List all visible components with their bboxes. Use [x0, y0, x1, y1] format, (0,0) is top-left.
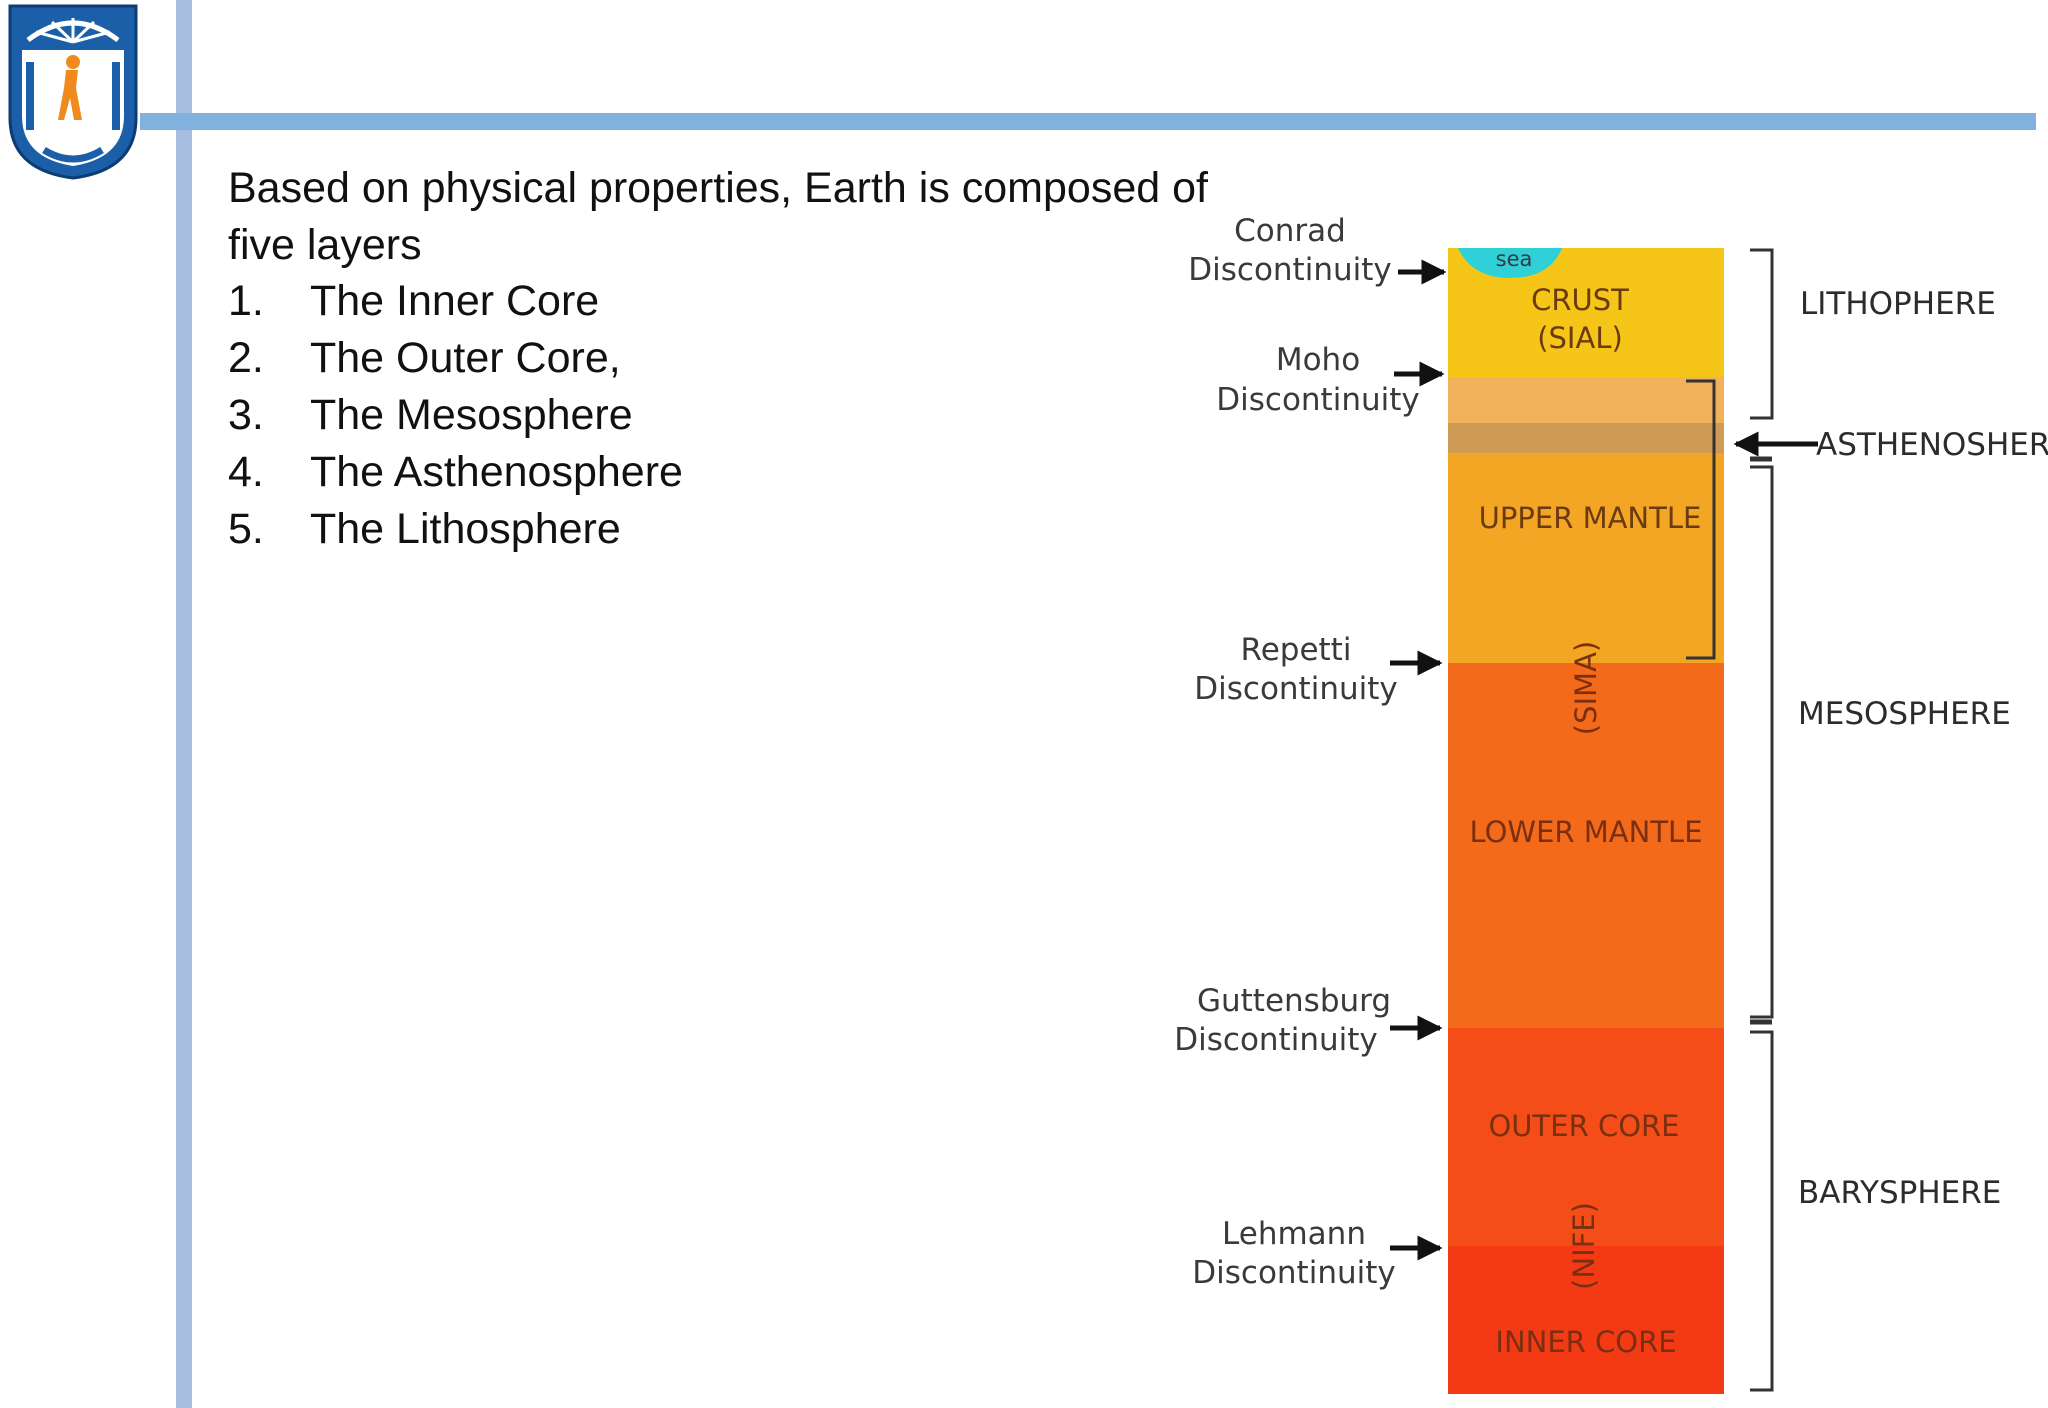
svg-text:Discontinuity: Discontinuity [1194, 671, 1397, 707]
svg-text:Repetti: Repetti [1241, 632, 1352, 668]
list-item: 2.The Outer Core, [228, 334, 621, 382]
upper-mantle-layer [1448, 453, 1724, 663]
intro-text: Based on physical properties, Earth is c… [228, 160, 1378, 274]
nife-label: (NIFE) [1567, 1202, 1601, 1290]
university-logo [8, 4, 138, 180]
sea-label: sea [1496, 247, 1533, 271]
list-item: 1.The Inner Core [228, 277, 600, 325]
barysphere-label: BARYSPHERE [1798, 1175, 2001, 1211]
lithosphere-label: LITHOPHERE [1800, 286, 1996, 322]
asthenosphere-layer [1448, 423, 1724, 453]
conrad-discontinuity: Conrad Discontinuity [1188, 213, 1447, 288]
lehmann-discontinuity: Lehmann Discontinuity [1192, 1216, 1443, 1291]
left-accent-bar [176, 0, 192, 1408]
list-item: 5.The Lithosphere [228, 505, 621, 553]
earth-layers-diagram: sea CRUST (SIAL) UPPER MANTLE (SIMA) LOW… [1174, 213, 2048, 1394]
svg-text:Moho: Moho [1276, 342, 1360, 378]
list-item: 4.The Asthenosphere [228, 448, 683, 496]
lower-mantle-layer [1448, 663, 1724, 1028]
barysphere-bracket [1750, 1030, 1774, 1392]
svg-text:Guttensburg: Guttensburg [1197, 983, 1391, 1019]
mesosphere-bracket [1750, 465, 1774, 1019]
lower-mantle-label: LOWER MANTLE [1469, 815, 1702, 849]
intro-line-1: Based on physical properties, Earth is c… [228, 164, 1208, 212]
asthenosphere-label: ASTHENOSHER [1816, 427, 2048, 463]
sea-patch [1458, 248, 1562, 278]
sima-label: (SIMA) [1569, 641, 1603, 735]
svg-text:Discontinuity: Discontinuity [1188, 252, 1391, 288]
inner-bracket [1686, 379, 1716, 660]
transition-layer [1448, 377, 1724, 423]
outer-core-layer [1448, 1028, 1724, 1246]
sial-label: (SIAL) [1537, 321, 1623, 355]
svg-text:Discontinuity: Discontinuity [1174, 1022, 1377, 1058]
svg-text:Conrad: Conrad [1234, 213, 1346, 249]
crust-label: CRUST [1531, 283, 1629, 317]
inner-core-label: INNER CORE [1495, 1325, 1676, 1359]
repetti-discontinuity: Repetti Discontinuity [1194, 632, 1443, 707]
upper-mantle-label: UPPER MANTLE [1479, 501, 1702, 535]
guttensburg-discontinuity: Guttensburg Discontinuity [1174, 983, 1443, 1058]
mesosphere-label: MESOSPHERE [1798, 696, 2011, 732]
svg-text:Lehmann: Lehmann [1222, 1216, 1366, 1252]
lithosphere-bracket [1750, 248, 1774, 420]
layer-list: 1.The Inner Core 2.The Outer Core, 3.The… [228, 273, 683, 558]
svg-text:Discontinuity: Discontinuity [1216, 382, 1419, 418]
moho-discontinuity: Moho Discontinuity [1216, 342, 1445, 418]
outer-core-label: OUTER CORE [1488, 1109, 1679, 1143]
svg-text:Discontinuity: Discontinuity [1192, 1255, 1395, 1291]
header-rule [140, 113, 2036, 130]
inner-core-layer [1448, 1246, 1724, 1394]
list-item: 3.The Mesosphere [228, 391, 633, 439]
intro-line-2: five layers [228, 221, 422, 269]
